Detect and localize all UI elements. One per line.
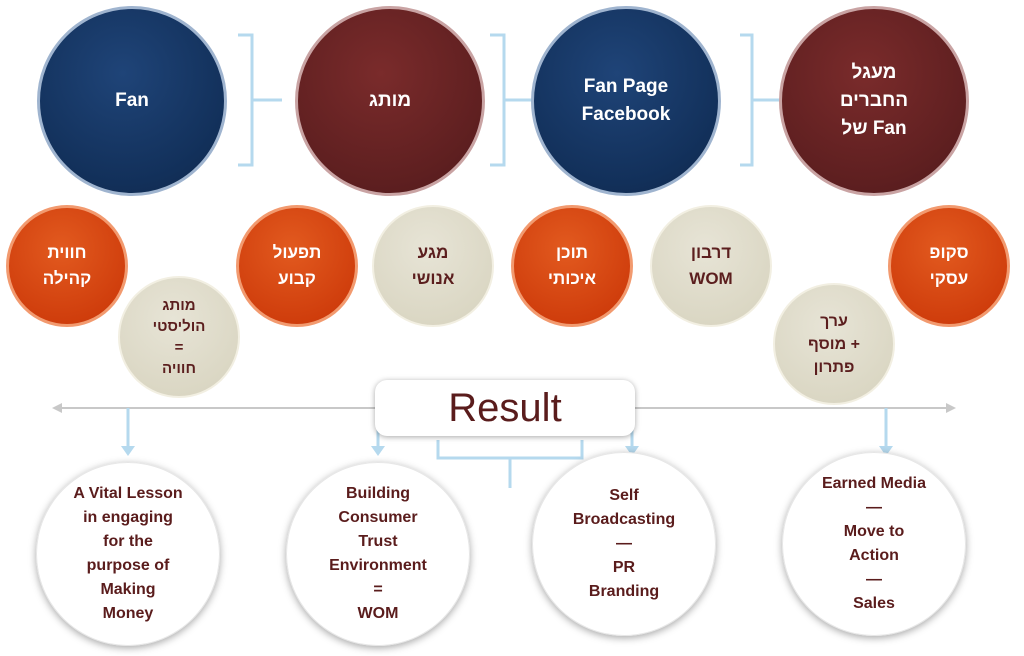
outcome-label: A Vital Lesson in engaging for the purpo… <box>73 485 183 622</box>
mid-circle-label: סקופ עסקי <box>929 243 969 288</box>
mid-circle-wom-boost: דרבון WOM <box>650 205 772 327</box>
bracket-3 <box>740 33 782 167</box>
outcome-label: Building Consumer Trust Environment = WO… <box>329 485 427 622</box>
top-circle-fan: Fan <box>37 6 227 196</box>
arrow-head-2 <box>371 446 385 456</box>
mid-circle-label: דרבון WOM <box>689 243 733 288</box>
mid-circle-community-experience: חווית קהילה <box>6 205 128 327</box>
result-line-left-arrow <box>52 403 62 413</box>
arrow-head-1 <box>121 446 135 456</box>
bracket-1 <box>238 33 282 167</box>
result-label: Result <box>448 385 562 430</box>
mid-circle-label: מותג הוליסטי = חוויה <box>152 297 206 377</box>
top-circle-friends: מעגל החברים של Fan <box>779 6 969 196</box>
mid-circle-added-value: ערך מוסף + פתרון <box>773 283 895 405</box>
outcome-self-broadcasting: Self Broadcasting — PR Branding <box>532 452 716 636</box>
outcome-label: Earned Media — Move to Action — Sales <box>821 475 927 612</box>
top-circle-fan-label: Fan <box>115 90 149 111</box>
mid-circle-holistic-brand: מותג הוליסטי = חוויה <box>118 276 240 398</box>
mid-circle-label: תוכן איכותי <box>547 243 597 288</box>
mid-circle-ongoing-operation: תפעול קבוע <box>236 205 358 327</box>
outcome-earned-media: Earned Media — Move to Action — Sales <box>782 452 966 636</box>
mid-circle-human-touch: מגע אנושי <box>372 205 494 327</box>
arrow-head-4 <box>879 446 893 456</box>
outcome-consumer-trust: Building Consumer Trust Environment = WO… <box>286 462 470 646</box>
result-bracket <box>436 440 584 488</box>
bracket-2 <box>490 33 534 167</box>
top-circle-brand: מותג <box>295 6 485 196</box>
result-line-right-arrow <box>946 403 956 413</box>
top-circle-fan-page: Fan Page Facebook <box>531 6 721 196</box>
outcome-label: Self Broadcasting — PR Branding <box>572 487 676 600</box>
mid-circle-label: ערך מוסף + פתרון <box>807 312 861 376</box>
mid-circle-label: חווית קהילה <box>42 243 92 288</box>
mid-circle-label: תפעול קבוע <box>272 243 322 288</box>
outcome-vital-lesson: A Vital Lesson in engaging for the purpo… <box>36 462 220 646</box>
top-circle-friends-label: מעגל החברים של Fan <box>839 62 909 139</box>
top-circle-brand-label: מותג <box>368 90 412 111</box>
mid-circle-quality-content: תוכן איכותי <box>511 205 633 327</box>
mid-circle-business-scoop: סקופ עסקי <box>888 205 1010 327</box>
arrow-head-3 <box>625 446 639 456</box>
result-box: Result <box>375 380 635 436</box>
top-circle-fan-page-label: Fan Page Facebook <box>581 76 671 125</box>
mid-circle-label: מגע אנושי <box>411 243 455 288</box>
